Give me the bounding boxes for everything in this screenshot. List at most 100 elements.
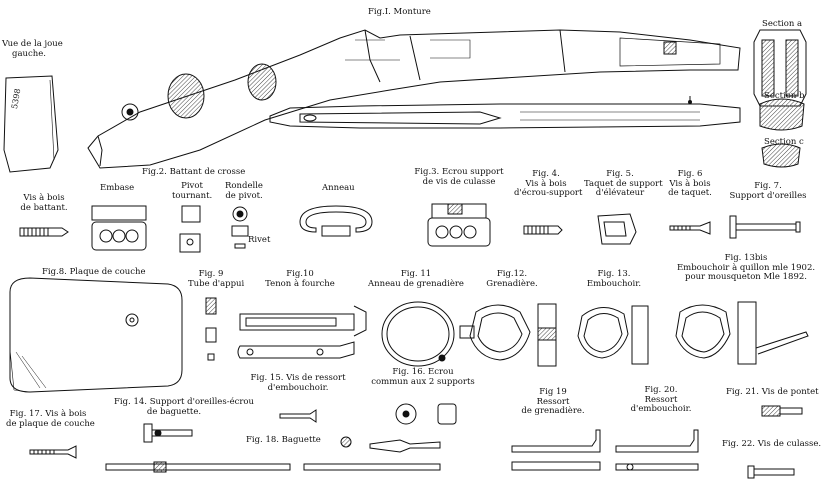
fig9-line1: Tube d'appui (188, 278, 245, 289)
fig15-title-line1: Fig. 15. Vis de ressort (248, 373, 348, 384)
fig17-label: Fig. 17. Vis à bois de plaque de couche (6, 409, 95, 429)
fig8-title: Fig.8. Plaque de couche (42, 267, 146, 277)
fig14-support (143, 423, 193, 443)
fig9-tube (205, 297, 217, 361)
fig20-title: Fig. 20. (644, 385, 678, 395)
fig19-line1: Ressort (536, 396, 570, 407)
fig16-label: Fig. 16. Ecrou commun aux 2 supports (368, 367, 478, 387)
fig18-title: Fig. 18. Baguette (246, 435, 321, 445)
fig2-vis-bois-line1: Vis à bois (23, 193, 65, 203)
fig2-pivot-line2: tournant. (172, 190, 213, 201)
fig5-taquet (597, 213, 637, 245)
fig13bis-line1: Embouchoir à quillon mle 1902. (676, 262, 816, 273)
fig13bis-line2: pour mousqueton Mle 1892. (685, 272, 807, 282)
cheek-view (3, 75, 59, 173)
section-c-label: Section c (764, 137, 804, 147)
fig5-line2: d'élévateur (595, 188, 645, 198)
fig15-line1: Vis de ressort (286, 373, 346, 383)
fig12-title: Fig.12. (496, 269, 528, 279)
fig2-vis-bois-line2: de battant. (20, 202, 68, 213)
fig6-label: Fig. 6 Vis à bois de taquet. (664, 169, 716, 199)
fig11-anneau (381, 301, 455, 367)
fig15-line2: d'embouchoir. (267, 382, 329, 393)
fig14-line2: de baguette. (146, 406, 202, 417)
fig17-screw (29, 445, 77, 459)
fig17-line1: de plaque de couche (6, 418, 95, 429)
fig13-embouchoir (577, 305, 649, 365)
fig6-line2: de taquet. (668, 188, 712, 198)
fig14-title-line1: Fig. 14. Support d'oreilles-écrou (114, 397, 254, 408)
fig1-stock-top-view (269, 96, 741, 129)
fig1-stock-side-view (87, 29, 741, 169)
section-a-label: Section a (762, 19, 803, 29)
fig3-subtitle: de vis de culasse (422, 176, 496, 187)
fig16-line1: commun aux 2 supports (371, 376, 475, 387)
fig22-label: Fig. 22. Vis de culasse. (722, 439, 821, 450)
fig2-battant-parts (19, 205, 373, 253)
fig3-label: Fig.3. Ecrou support de vis de culasse (414, 167, 504, 187)
fig21-line1: Vis de pontet (761, 387, 819, 397)
fig7-line1: Support d'oreilles (729, 190, 807, 201)
fig20-ressort (615, 429, 699, 471)
fig10-line1: Tenon à fourche (265, 278, 335, 289)
fig5-title: Fig. 5. (606, 169, 634, 179)
fig2-pivot-line1: Pivot (181, 181, 203, 191)
fig10-label: Fig.10 Tenon à fourche (264, 269, 336, 289)
fig19-label: Fig 19 Ressort de grenadière. (518, 387, 588, 417)
fig21-label: Fig. 21. Vis de pontet (726, 387, 819, 398)
fig4-title: Fig. 4. (532, 169, 560, 179)
fig20-line1: Ressort (644, 394, 678, 405)
fig1-title: Fig.I. Monture (368, 7, 431, 17)
fig4-line1: Vis à bois (525, 178, 567, 189)
fig4-screw (523, 225, 563, 235)
fig14-label: Fig. 14. Support d'oreilles-écrou de bag… (114, 397, 254, 417)
fig2-rivet-label: Rivet (248, 235, 271, 245)
sections-abc (753, 29, 807, 168)
fig12-line1: Grenadière. (486, 278, 538, 289)
fig2-anneau-label: Anneau (322, 183, 355, 193)
fig2-vis-bois-label: Vis à bois de battant. (14, 193, 74, 213)
fig7-title: Fig. 7. (754, 181, 782, 191)
fig2-title: Fig.2. Battant de crosse (142, 167, 246, 177)
fig11-title: Fig. 11 (400, 269, 432, 279)
fig1-oval-hatched (167, 73, 205, 119)
fig13-label: Fig. 13. Embouchoir. (584, 269, 644, 289)
fig10-title: Fig.10 (286, 269, 314, 279)
fig13bis-embouchoir-quillon (675, 301, 809, 365)
fig2-embase-label: Embase (100, 183, 135, 193)
fig19-ressort (511, 429, 601, 471)
fig13-line1: Embouchoir. (586, 278, 642, 289)
fig9-label: Fig. 9 Tube d'appui (188, 269, 245, 289)
fig19-line2: de grenadière. (521, 406, 585, 416)
fig6-title: Fig. 6 (677, 169, 703, 179)
fig15-label: Fig. 15. Vis de ressort d'embouchoir. (248, 373, 348, 393)
fig5-label: Fig. 5. Taquet de support d'élévateur (584, 169, 663, 199)
fig6-screw (669, 221, 711, 235)
fig20-line2: d'embouchoir. (630, 404, 692, 414)
fig13-title: Fig. 13. (597, 269, 631, 279)
fig13bis-title: Fig. 13bis (724, 253, 768, 263)
fig12-label: Fig.12. Grenadière. (482, 269, 542, 289)
fig3-title: Fig.3. Ecrou support (414, 167, 504, 177)
fig9-title: Fig. 9 (198, 269, 224, 279)
vue-joue-line1: Vue de la joue (2, 39, 63, 49)
fig17-title: Fig. 17. Vis à bois (9, 409, 87, 419)
fig8-plaque-couche (9, 277, 183, 393)
fig16-title: Fig. 16. Ecrou (392, 367, 454, 377)
fig7-support (729, 215, 801, 239)
fig6-line1: Vis à bois (669, 178, 711, 189)
fig22-screw (747, 465, 795, 479)
fig4-label: Fig. 4. Vis à bois d'écrou-support (514, 169, 582, 199)
fig7-label: Fig. 7. Support d'oreilles (728, 181, 808, 201)
fig14-title: Fig. 14. (114, 397, 147, 407)
fig5-line1: Taquet de support (584, 178, 663, 189)
vue-joue-line2: gauche. (12, 48, 46, 59)
fig3-ecrou-support (427, 203, 491, 247)
vue-joue-label: Vue de la joue gauche. (2, 39, 63, 59)
fig15-title: Fig. 15. (250, 373, 284, 383)
fig21-title: Fig. 21. (726, 387, 759, 397)
fig10-tenon (237, 305, 367, 359)
fig16-ecrou (395, 403, 457, 425)
